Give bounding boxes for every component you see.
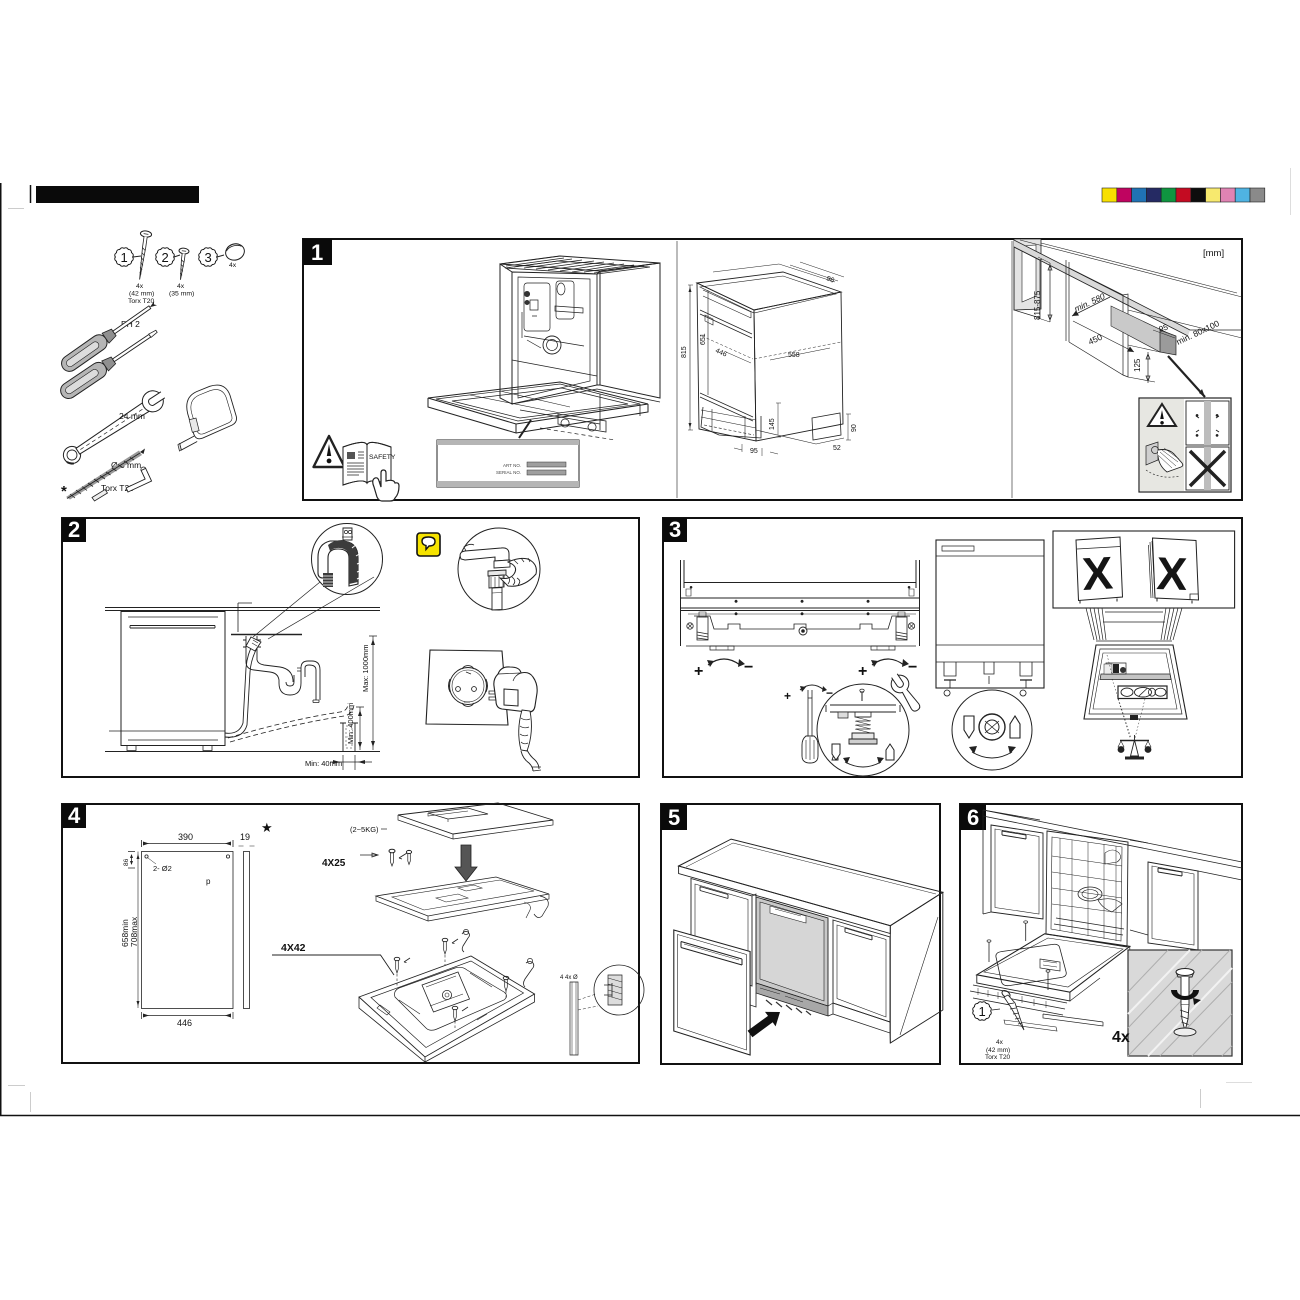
svg-text:Torx T20: Torx T20 — [985, 1054, 1011, 1061]
svg-text:(35 mm): (35 mm) — [169, 291, 194, 298]
svg-text:1: 1 — [121, 250, 128, 265]
svg-text:86: 86 — [123, 858, 130, 866]
svg-text:4x: 4x — [996, 1039, 1004, 1046]
svg-text:4x: 4x — [1112, 1029, 1130, 1046]
svg-text:4 4x Ø: 4 4x Ø — [560, 975, 578, 981]
svg-text:651: 651 — [700, 333, 707, 345]
svg-text:95: 95 — [1158, 322, 1170, 333]
svg-text:(42 mm): (42 mm) — [129, 291, 154, 298]
svg-text:24 mm: 24 mm — [119, 411, 145, 421]
svg-text:658min: 658min — [120, 919, 130, 947]
svg-text:(2~5KG): (2~5KG) — [350, 825, 379, 834]
svg-text:+: + — [858, 663, 867, 680]
svg-text:Ø 3 mm: Ø 3 mm — [111, 460, 141, 470]
svg-text:−: − — [744, 659, 753, 676]
svg-text:6: 6 — [967, 805, 979, 830]
svg-text:Torx T20: Torx T20 — [128, 298, 155, 305]
svg-text:PH 2: PH 2 — [121, 319, 140, 329]
svg-text:p: p — [206, 877, 211, 886]
svg-text:815-875: 815-875 — [1033, 290, 1042, 320]
svg-text:ART NO.: ART NO. — [503, 463, 521, 468]
svg-text:96: 96 — [825, 275, 835, 284]
svg-text:2: 2 — [162, 250, 169, 265]
svg-text:5: 5 — [668, 805, 680, 830]
svg-text:4x: 4x — [136, 283, 144, 290]
svg-text:4X25: 4X25 — [322, 858, 346, 869]
svg-text:3: 3 — [669, 517, 681, 542]
svg-text:+: + — [784, 689, 791, 703]
svg-text:SERIAL NO.: SERIAL NO. — [496, 470, 521, 475]
svg-text:4X42: 4X42 — [281, 942, 306, 954]
svg-text:2: 2 — [68, 517, 80, 542]
svg-text:−: − — [908, 659, 917, 676]
svg-text:4x: 4x — [229, 262, 237, 269]
svg-text:3: 3 — [205, 250, 212, 265]
svg-text:52: 52 — [833, 445, 841, 452]
svg-text:X: X — [1156, 547, 1189, 600]
svg-text:SAFETY: SAFETY — [369, 454, 396, 461]
svg-text:★: ★ — [261, 820, 273, 835]
svg-text:4: 4 — [68, 803, 81, 828]
svg-text:−: − — [826, 686, 833, 700]
svg-text:446: 446 — [714, 347, 728, 358]
svg-text:446: 446 — [177, 1018, 192, 1028]
svg-text:X: X — [1081, 546, 1115, 600]
svg-text:95: 95 — [750, 448, 758, 455]
svg-text:*: * — [61, 483, 67, 500]
svg-text:Torx T20: Torx T20 — [101, 483, 134, 493]
svg-text:815: 815 — [681, 346, 688, 358]
svg-text:558: 558 — [788, 352, 800, 359]
svg-text:2- Ø2: 2- Ø2 — [153, 864, 172, 873]
svg-text:4x: 4x — [177, 283, 185, 290]
svg-text:Min: 400mm: Min: 400mm — [346, 703, 355, 744]
svg-text:19: 19 — [240, 832, 250, 842]
svg-text:390: 390 — [178, 832, 193, 842]
svg-text:145: 145 — [769, 418, 776, 430]
svg-text:Max: 1000mm: Max: 1000mm — [361, 644, 370, 692]
svg-text:708max: 708max — [129, 916, 139, 947]
svg-text:1: 1 — [311, 240, 323, 265]
svg-text:90: 90 — [851, 424, 858, 432]
svg-text:125: 125 — [1133, 358, 1142, 372]
svg-text:Min: 40mm: Min: 40mm — [305, 759, 342, 768]
svg-text:+: + — [694, 663, 703, 680]
svg-text:(42 mm): (42 mm) — [986, 1047, 1010, 1054]
svg-text:1: 1 — [979, 1004, 986, 1019]
svg-text:[mm]: [mm] — [1203, 248, 1224, 259]
